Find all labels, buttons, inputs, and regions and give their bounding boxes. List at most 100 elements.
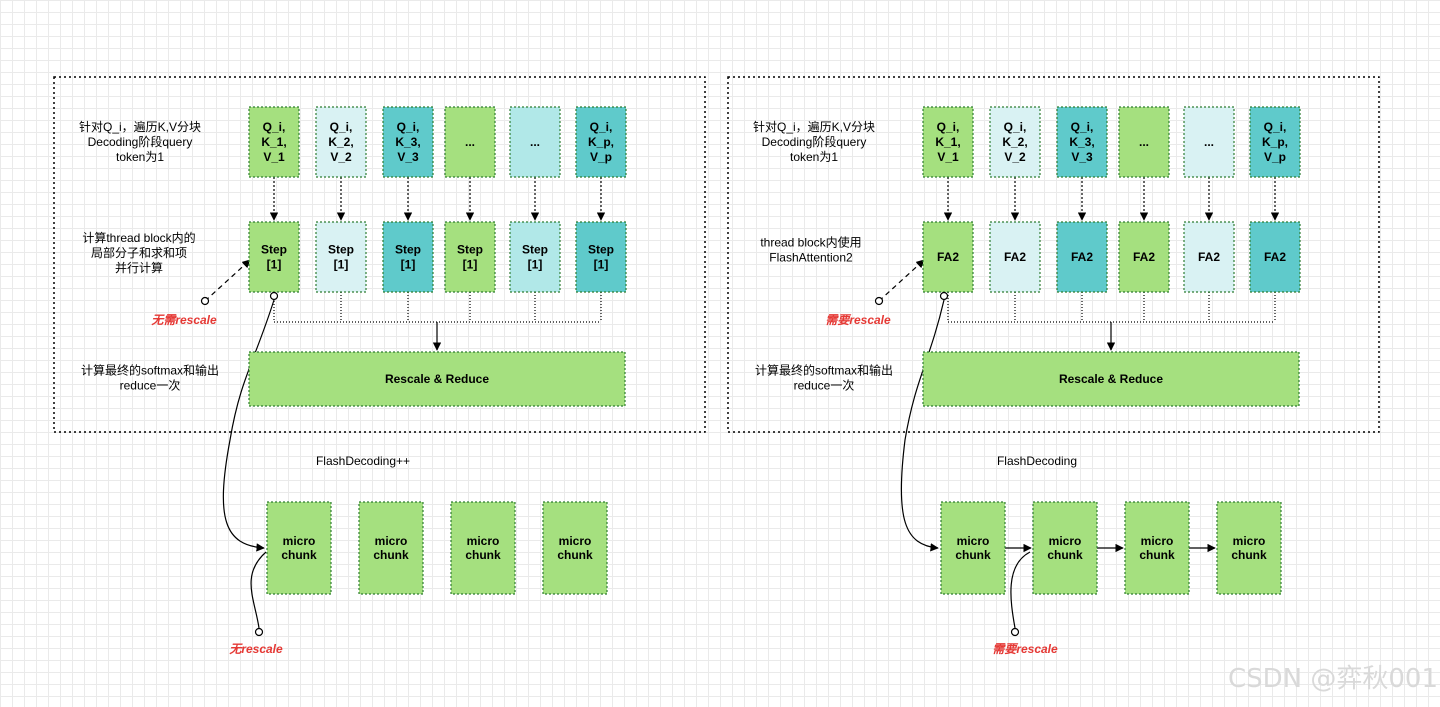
right-step-block-1 (922, 221, 974, 293)
left-step-block-label-line: Step (395, 243, 421, 257)
left-micro-chunk-1 (266, 501, 332, 595)
right-kv-block-label-line: Q_i, (1071, 120, 1094, 134)
right-reduce-label: Rescale & Reduce (1059, 372, 1163, 386)
right-step-block-label: FA2 (937, 250, 959, 264)
right-annotation-top: 需要rescale (825, 313, 891, 327)
left-micro-chunk-label-line: micro (283, 534, 316, 548)
left-micro-chunk-label-line: micro (467, 534, 500, 548)
left-annotation-top-line: 无需rescale (150, 313, 217, 327)
left-step-block-label-line: [1] (528, 258, 543, 272)
right-micro-chunk-label-line: micro (957, 534, 990, 548)
left-caption-final-line: reduce一次 (120, 379, 181, 393)
left-kv-block-2 (315, 106, 367, 178)
left-step-block-2 (315, 221, 367, 293)
left-micro-chunk-label-line: chunk (465, 548, 501, 562)
right-annotation-top-line: 需要rescale (825, 313, 891, 327)
left-reduce-box (248, 351, 626, 407)
left-bottom-dot (254, 627, 264, 637)
left-kv-block-label: ... (530, 135, 540, 149)
right-micro-chunk-1 (940, 501, 1006, 595)
left-annotation-arrow (204, 259, 251, 302)
right-caption-iterate-line: Decoding阶段query (762, 134, 867, 149)
left-panel-frame (53, 76, 706, 433)
left-caption-iterate-line: token为1 (116, 150, 164, 164)
right-step-block-label-line: FA2 (1133, 250, 1155, 264)
left-kv-block-label-line: K_p, (588, 135, 614, 149)
right-kv-block-label-line: V_2 (1004, 150, 1026, 164)
right-micro-chunk-label-line: chunk (1231, 548, 1267, 562)
left-caption-local: 计算thread block内的局部分子和求和项并行计算 (82, 230, 195, 275)
right-kv-block-1 (922, 106, 974, 178)
left-step-block-label-line: Step (588, 243, 614, 257)
right-kv-block-label-line: K_2, (1002, 135, 1027, 149)
left-kv-block-6 (575, 106, 627, 178)
right-kv-block-label-line: V_3 (1071, 150, 1093, 164)
right-kv-block-label: ... (1204, 135, 1214, 149)
left-kv-block-label-line: K_3, (395, 135, 420, 149)
right-kv-block-label-line: ... (1204, 135, 1214, 149)
left-caption-local-line: 局部分子和求和项 (91, 245, 187, 260)
left-step-block-label-line: Step (261, 243, 287, 257)
right-kv-block-label-line: K_3, (1069, 135, 1094, 149)
left-curve-start-dot (269, 291, 279, 301)
left-step-block-label-line: Step (457, 243, 483, 257)
left-kv-block-label-line: Q_i, (397, 120, 420, 134)
right-kv-block-label-line: V_p (1264, 150, 1286, 164)
left-step-block-label: Step[1] (261, 243, 287, 272)
right-step-block-label-line: FA2 (1198, 250, 1220, 264)
right-step-block-3 (1056, 221, 1108, 293)
right-micro-chunk-label-line: chunk (955, 548, 991, 562)
right-caption-local-line: FlashAttention2 (769, 251, 853, 265)
csdn-watermark-line: CSDN @弈秋001 (1228, 664, 1438, 694)
right-step-block-label-line: FA2 (1264, 250, 1286, 264)
right-annotation-bottom: 需要rescale (992, 642, 1058, 656)
right-step-block-label-line: FA2 (1004, 250, 1026, 264)
right-micro-chunk-label-line: micro (1141, 534, 1174, 548)
left-bottom-curve (250, 551, 267, 629)
left-reduce-label-line: Rescale & Reduce (385, 372, 489, 386)
right-kv-block-label: ... (1139, 135, 1149, 149)
left-annotation-bottom-line: 无rescale (228, 642, 283, 656)
right-curve-start-dot (939, 291, 949, 301)
left-kv-block-label-line: V_1 (263, 150, 285, 164)
left-kv-block-label: ... (465, 135, 475, 149)
right-caption-iterate-line: token为1 (790, 150, 838, 164)
csdn-watermark: CSDN @弈秋001 (1228, 664, 1438, 694)
right-annotation-arrow (878, 259, 925, 302)
left-step-block-label: Step[1] (588, 243, 614, 272)
right-caption-final-line: 计算最终的softmax和输出 (755, 363, 893, 378)
left-micro-chunk-label-line: micro (559, 534, 592, 548)
right-kv-block-label: Q_i,K_p,V_p (1262, 120, 1288, 164)
left-step-block-label-line: Step (522, 243, 548, 257)
left-step-block-label: Step[1] (395, 243, 421, 272)
left-step-block-label-line: [1] (267, 258, 282, 272)
right-reduce-label-line: Rescale & Reduce (1059, 372, 1163, 386)
right-micro-chunk-label-line: micro (1233, 534, 1266, 548)
right-micro-chunk-label-line: chunk (1139, 548, 1175, 562)
right-kv-block-label-line: K_p, (1262, 135, 1288, 149)
left-title-line: FlashDecoding++ (316, 454, 410, 468)
right-micro-chunk-3 (1124, 501, 1190, 595)
right-step-block-2 (989, 221, 1041, 293)
left-kv-block-label-line: K_1, (261, 135, 286, 149)
left-step-block-5 (509, 221, 561, 293)
right-annotation-dot (874, 296, 884, 306)
left-micro-chunk-label-line: micro (375, 534, 408, 548)
left-kv-block-label-line: K_2, (328, 135, 353, 149)
right-step-block-label: FA2 (1198, 250, 1220, 264)
right-kv-block-label: Q_i,K_1,V_1 (935, 120, 960, 164)
left-kv-block-5 (509, 106, 561, 178)
left-kv-block-label-line: Q_i, (330, 120, 353, 134)
right-kv-block-5 (1183, 106, 1235, 178)
right-curve-to-chunk (900, 299, 945, 552)
left-kv-block-label-line: V_3 (397, 150, 419, 164)
left-micro-chunk-label-line: chunk (557, 548, 593, 562)
